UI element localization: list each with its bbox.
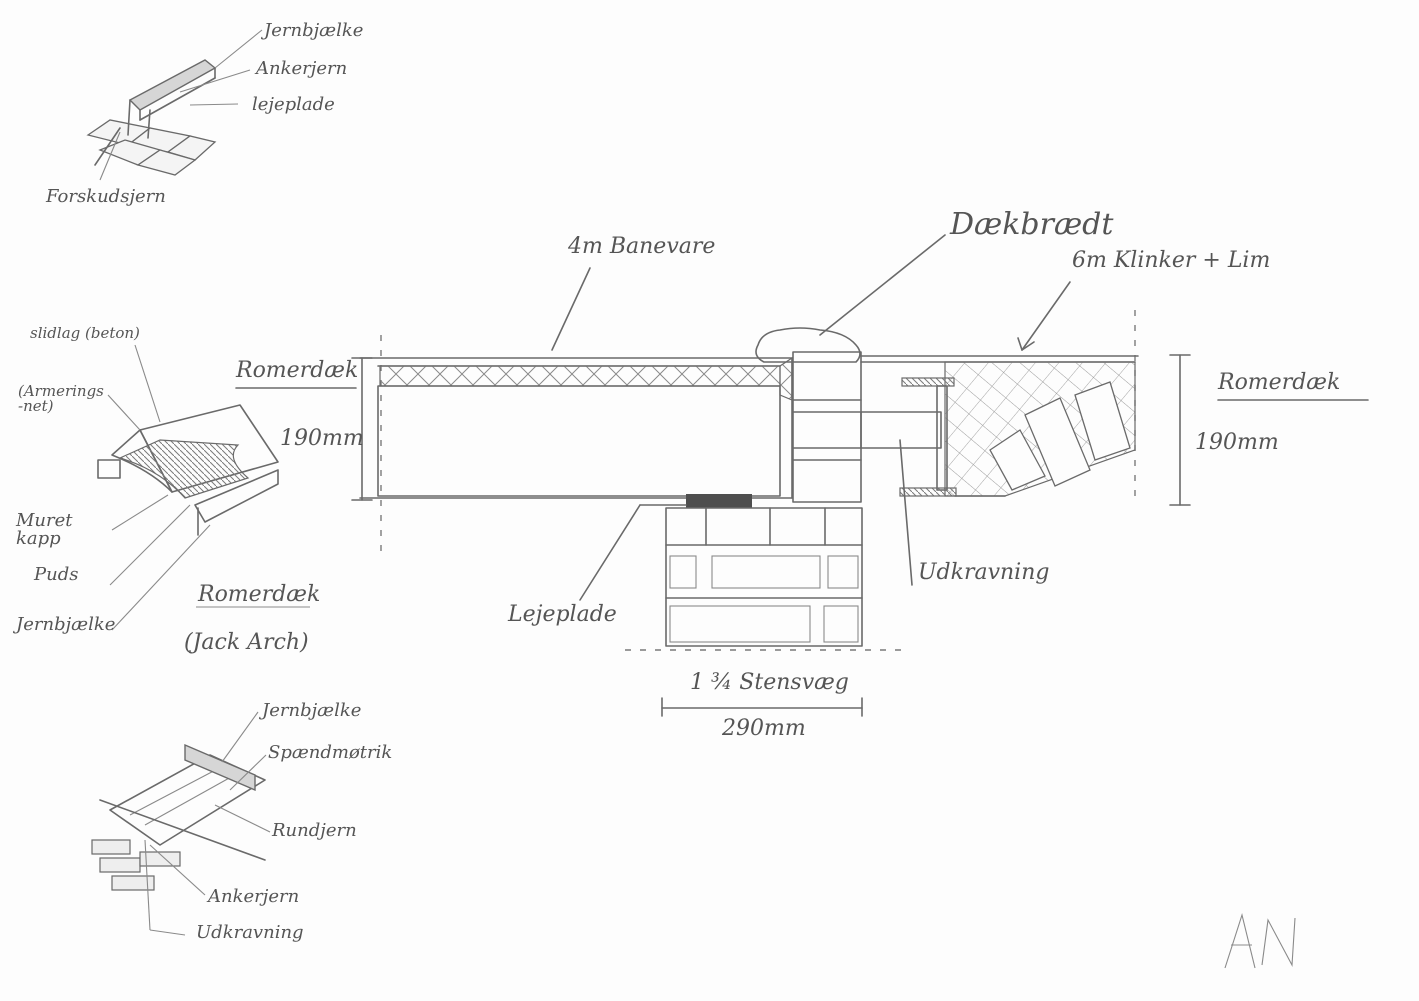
detail-mid-slidlag: slidlag (beton) xyxy=(30,324,140,342)
label-daekbraet: Dækbrædt xyxy=(950,207,1114,242)
label-klinker: 6m Klinker + Lim xyxy=(1072,248,1271,273)
detail-top xyxy=(86,29,263,181)
right-deck xyxy=(860,355,1139,497)
deck-board xyxy=(755,327,861,363)
label-190-left: 190mm xyxy=(280,426,364,451)
leader-lines xyxy=(235,234,1369,601)
detail-bot-ankerjern: Ankerjern xyxy=(208,886,300,907)
detail-bottom xyxy=(91,711,271,936)
detail-bot-spaendmoetrik: Spændmøtrik xyxy=(268,742,393,763)
detail-mid-subtitle: (Jack Arch) xyxy=(184,630,309,655)
dimension-marks xyxy=(351,354,1191,717)
detail-top-ankerjern: Ankerjern xyxy=(256,58,348,79)
detail-middle xyxy=(97,344,310,631)
label-udkravning: Udkravning xyxy=(918,560,1050,585)
label-190-right: 190mm xyxy=(1195,430,1279,455)
bearing-plate xyxy=(686,494,752,508)
label-banevare: 4m Banevare xyxy=(568,234,716,259)
detail-top-lejeplade: lejeplade xyxy=(252,94,335,115)
wall-upper xyxy=(792,351,942,503)
detail-bot-rundjern: Rundjern xyxy=(272,820,357,841)
signature-mark xyxy=(1224,912,1296,969)
detail-top-forskudsjern: Forskudsjern xyxy=(46,186,166,207)
label-romerdaek-left: Romerdæk xyxy=(236,358,359,383)
detail-top-jernbjaelke: Jernbjælke xyxy=(264,20,364,41)
main-section xyxy=(235,234,1369,717)
label-lejeplade: Lejeplade xyxy=(508,602,617,627)
label-romerdaek-right: Romerdæk xyxy=(1218,370,1341,395)
label-290: 290mm xyxy=(722,716,806,741)
detail-mid-jernbjaelke: Jernbjælke xyxy=(16,614,116,635)
left-deck xyxy=(359,356,793,499)
detail-mid-muret-kapp: Muret kapp xyxy=(16,510,73,549)
detail-mid-puds: Puds xyxy=(34,564,79,585)
label-stensvaeg: 1 ¾ Stensvæg xyxy=(690,670,849,695)
detail-mid-armering: (Armerings -net) xyxy=(18,382,104,415)
brick-wall xyxy=(665,507,863,647)
detail-bot-udkravning: Udkravning xyxy=(196,922,304,943)
detail-mid-title: Romerdæk xyxy=(198,582,321,607)
detail-bot-jernbjaelke: Jernbjælke xyxy=(262,700,362,721)
